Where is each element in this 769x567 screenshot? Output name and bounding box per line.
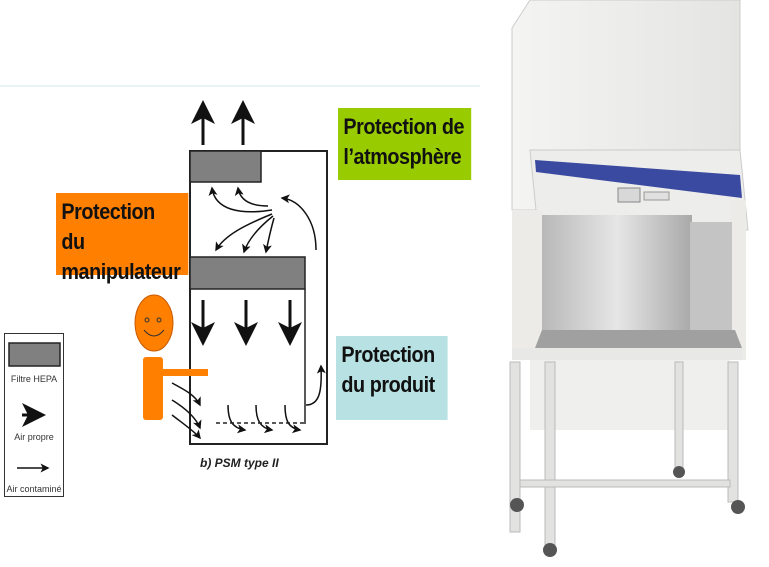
psm-airflow-diagram (0, 85, 480, 473)
hepa-filter-middle (189, 256, 306, 290)
diagram-caption: b) PSM type II (200, 456, 279, 470)
operator-protection-label: Protection du manipulateur (56, 193, 189, 284)
downflow-arrows (191, 300, 302, 346)
legend-hepa-filter: Filtre HEPA (10, 374, 58, 384)
hepa-filter-top (189, 150, 262, 183)
atmosphere-protection-label: Protection de l’atmosphère (338, 108, 472, 180)
legend-graphics (8, 342, 61, 473)
cabinet-outline (189, 150, 328, 445)
exhaust-arrows (191, 100, 255, 145)
operator-figure (134, 294, 208, 420)
biosafety-cabinet-photo (509, 0, 749, 557)
legend-clean-air: Air propre (14, 432, 54, 442)
legend: Filtre HEPA Air propre Air contaminé (4, 333, 64, 497)
legend-contaminated-air: Air contaminé (6, 484, 62, 494)
product-protection-label: Protection du produit (336, 336, 448, 420)
